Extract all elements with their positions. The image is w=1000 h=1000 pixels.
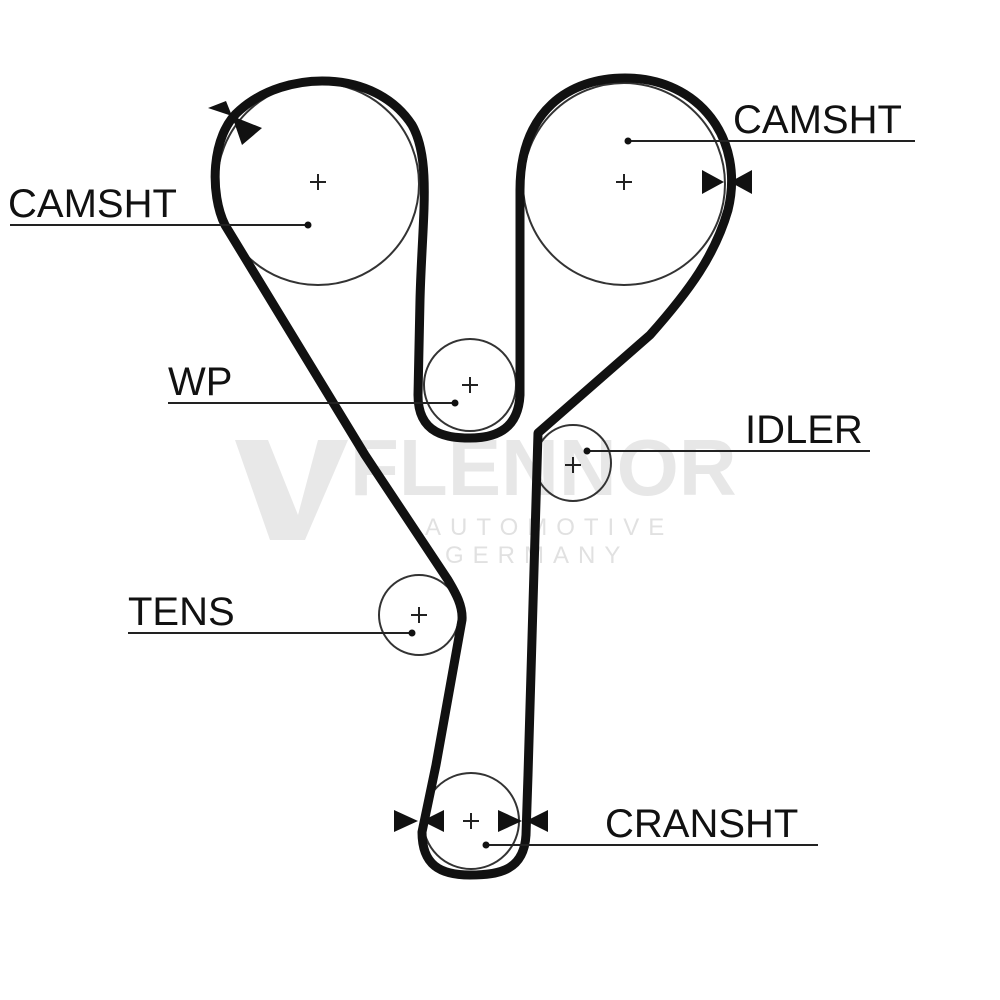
camshaft-left-label: CAMSHT — [8, 182, 177, 226]
crankshaft-right-timing-mark — [498, 810, 548, 832]
leader-dots — [304, 137, 632, 849]
labels: CAMSHT CAMSHT WP IDLER TENS CRANSHT — [8, 98, 902, 846]
tensioner-dot — [408, 629, 416, 637]
idler-label: IDLER — [745, 408, 863, 452]
camshaft-right-timing-mark — [702, 170, 752, 194]
camshaft-left-timing-mark — [208, 101, 262, 145]
watermark-line1: AUTOMOTIVE — [425, 514, 673, 541]
center-marks — [310, 174, 632, 829]
timing-marks — [208, 101, 752, 832]
tensioner-center-mark — [411, 607, 427, 623]
tensioner-label: TENS — [128, 590, 235, 634]
crankshaft-label: CRANSHT — [605, 802, 798, 846]
crankshaft-center-mark — [463, 813, 479, 829]
watermark-brand: FLENNOR — [350, 423, 737, 512]
crankshaft-left-timing-mark — [394, 810, 444, 832]
water-pump-center-mark — [462, 377, 478, 393]
idler-dot — [583, 447, 591, 455]
camshaft-left-dot — [304, 221, 312, 229]
camshaft-left-center-mark — [310, 174, 326, 190]
watermark-logo — [235, 440, 348, 540]
camshaft-right-dot — [624, 137, 632, 145]
water-pump-dot — [451, 399, 459, 407]
watermark: FLENNOR AUTOMOTIVE GERMANY — [235, 423, 737, 569]
timing-belt — [210, 73, 737, 880]
idler-center-mark — [565, 457, 581, 473]
leader-lines — [10, 140, 915, 846]
crankshaft-dot — [482, 841, 490, 849]
camshaft-right-label: CAMSHT — [733, 98, 902, 142]
camshaft-right-center-mark — [616, 174, 632, 190]
water-pump-label: WP — [168, 360, 232, 404]
